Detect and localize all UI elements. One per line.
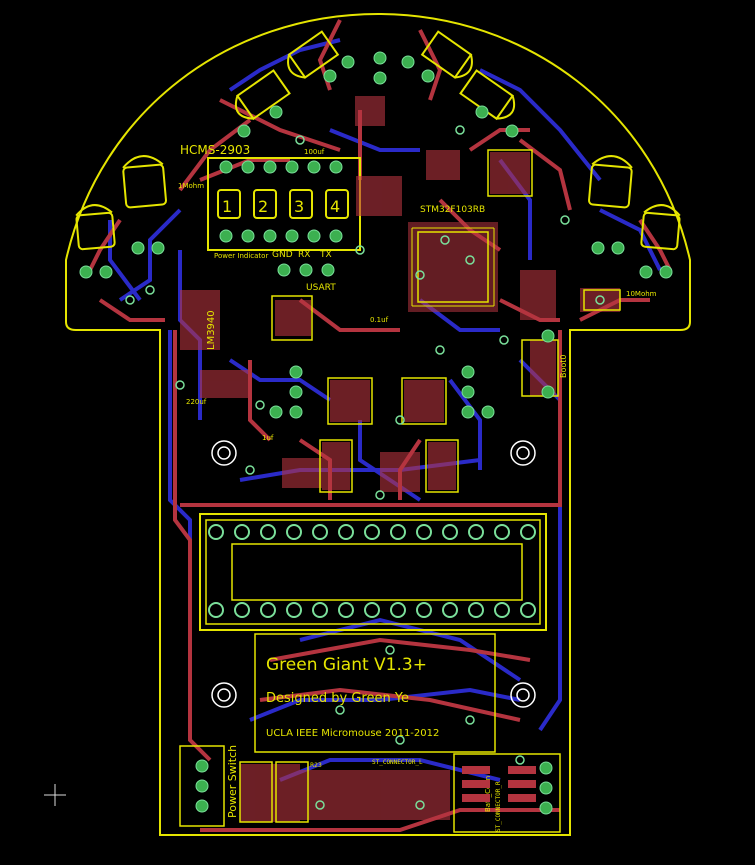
ir-led-top-right [420, 30, 473, 79]
usart-label: USART [306, 283, 336, 293]
display-digit-4: 4 [330, 197, 340, 216]
top-copper-layer [88, 19, 672, 832]
board-title: Green Giant V1.3+ [266, 655, 427, 675]
pad-group [79, 51, 673, 815]
via-group [125, 125, 605, 810]
ic-group [180, 96, 620, 822]
power-switch-footprint [179, 745, 225, 827]
resistor-1mohm-label: 1Mohm [178, 182, 204, 190]
display-digit-1: 1 [222, 197, 232, 216]
power-switch-label: Power Switch [226, 745, 239, 818]
ic-outlines [239, 149, 621, 823]
designer-credit: Designed by Green Ye [266, 691, 409, 706]
power-indicator-label: Power Indicator [214, 252, 268, 260]
module-header-pins-top [208, 524, 536, 540]
uart-gnd-label: GND [272, 250, 293, 260]
origin-crosshair-icon [44, 784, 66, 806]
board-outline [65, 12, 691, 836]
uart-rx-label: RX [298, 250, 310, 260]
module-header-pins-bottom [208, 602, 536, 618]
uart-tx-label: TX [319, 250, 332, 260]
connector-pads-right [462, 766, 536, 802]
cap-1uf-label: 1uf [262, 434, 274, 442]
boot0-label: Boot0 [559, 354, 568, 378]
ir-led-top-left [287, 30, 340, 79]
organization-credit: UCLA IEEE Micromouse 2011-2012 [266, 728, 439, 739]
ir-led-left-outer [75, 204, 116, 251]
mcu-label: STM32F103RB [420, 205, 485, 215]
ir-led-right-diagonal [459, 69, 516, 121]
ir-led-group [75, 30, 681, 251]
mounting-holes [211, 440, 536, 708]
ir-led-left-inner [122, 155, 167, 209]
connector-footprint-right [453, 753, 561, 833]
mount-hole-lower-right [510, 682, 536, 708]
mount-hole-upper-left [211, 440, 237, 466]
regulator-label: LM3940 [206, 310, 217, 350]
st-connector-l-label: ST_CONNECTOR_L [372, 759, 423, 766]
ir-led-left-diagonal [234, 69, 291, 121]
module-header [199, 513, 547, 631]
display-label: HCMS-2903 [180, 143, 250, 157]
ir-led-right-inner [588, 155, 633, 209]
mount-hole-upper-right [510, 440, 536, 466]
mcu-footprint [408, 222, 498, 312]
ir-led-right-outer [640, 204, 681, 251]
mount-hole-lower-left [211, 682, 237, 708]
cap-0-1uf-label: 0.1uf [370, 316, 389, 324]
cap-100uf-label: 100uf [304, 148, 325, 156]
st-connector-r-label: ST_CONNECTOR_R [495, 781, 502, 832]
cap-220uf-label: 220uf [186, 398, 207, 406]
r23-label: R23 [310, 762, 322, 769]
title-block [254, 633, 496, 753]
display-digit-3: 3 [294, 197, 304, 216]
battery-connector-label: Batt_Conn [484, 776, 492, 812]
resistor-10mohm-label: 10Mohm [626, 290, 657, 298]
display-digit-2: 2 [258, 197, 268, 216]
